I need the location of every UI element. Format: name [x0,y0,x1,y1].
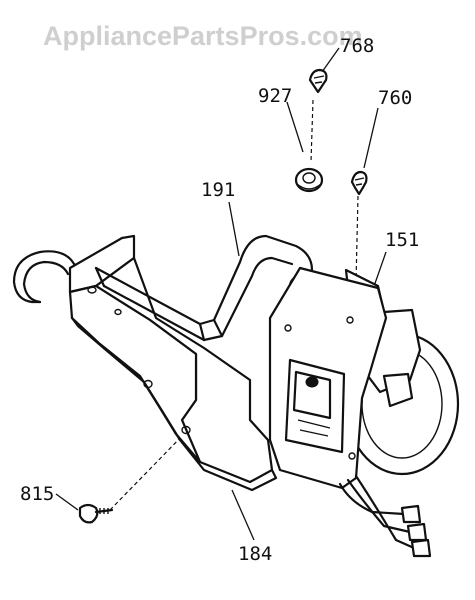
grommet-927-icon [294,167,324,193]
callout-151: 151 [385,229,419,251]
screw-768-icon [308,68,328,94]
callout-927: 927 [258,85,292,107]
callout-191: 191 [201,179,235,201]
screw-760-icon [350,170,368,196]
callout-184: 184 [238,543,272,565]
callout-768: 768 [340,35,374,57]
screw-815-icon [78,503,114,524]
wire-leads [338,474,432,558]
callout-760: 760 [378,87,412,109]
wire-hook [12,250,78,304]
motor-assembly-151 [268,266,460,490]
callout-815: 815 [20,483,54,505]
bracket-184 [68,234,278,492]
watermark-text: AppliancePartsPros.com [43,21,363,51]
